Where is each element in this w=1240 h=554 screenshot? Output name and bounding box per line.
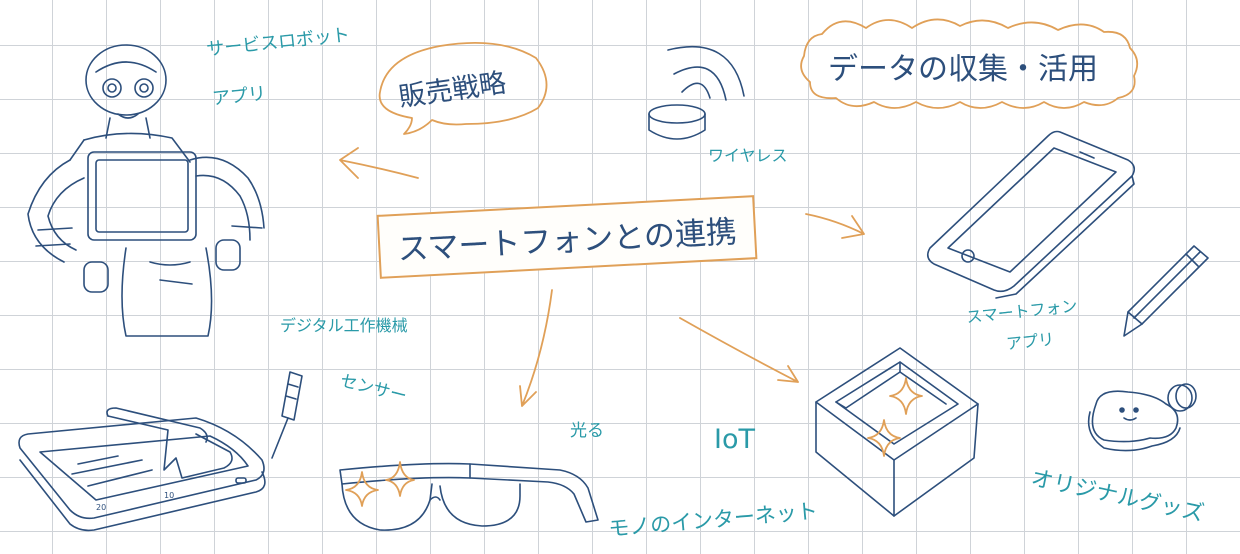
- sales-bubble: [378, 42, 548, 135]
- screwdriver-icon: [271, 371, 303, 459]
- sparkle-box-1: [889, 377, 923, 415]
- sparkle-glasses-2: [385, 461, 415, 497]
- smartphone-app-label-2: アプリ: [1005, 329, 1056, 354]
- svg-text:20: 20: [96, 503, 106, 512]
- keychain-icon: [1087, 383, 1197, 452]
- arrow-to-robot: [339, 147, 419, 179]
- arrow-to-iot: [679, 317, 799, 383]
- wireless-beacon-icon: [648, 45, 745, 140]
- arrow-to-smartphone: [805, 213, 865, 239]
- iot-label: IoT: [714, 424, 755, 455]
- smart-glasses-icon: [339, 462, 599, 531]
- robot-icon: [27, 44, 265, 337]
- cutting-machine-icon: 20 10: [18, 407, 266, 532]
- wireless-label: ワイヤレス: [708, 146, 788, 165]
- sparkle-box-2: [867, 419, 901, 457]
- smartphone-icon: [926, 130, 1136, 299]
- sparkle-glasses-1: [345, 471, 379, 507]
- digital-machine-label: デジタル工作機械: [280, 316, 408, 335]
- light-label: 光る: [570, 421, 604, 441]
- data-bubble: [800, 18, 1139, 109]
- data-collection-label: データの収集・活用: [828, 52, 1098, 87]
- pencil-icon: [1123, 245, 1209, 337]
- iot-box-icon: [815, 347, 979, 517]
- svg-text:10: 10: [164, 491, 174, 500]
- arrow-to-glasses: [519, 289, 553, 407]
